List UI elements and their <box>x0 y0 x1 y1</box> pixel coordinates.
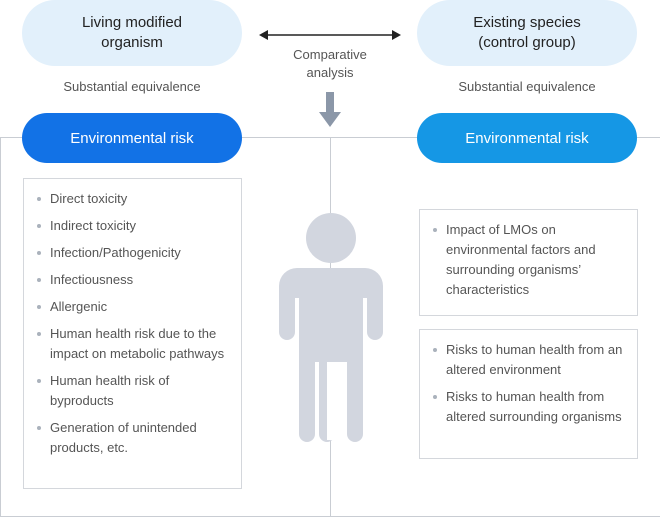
down-arrow-icon <box>319 92 341 127</box>
comparative-analysis-label: Comparative analysis <box>270 46 390 82</box>
right-risk-list-2: Risks to human health from an altered en… <box>419 329 638 459</box>
list-item: Risks to human health from altered surro… <box>430 387 627 427</box>
comparative-line2: analysis <box>306 65 354 80</box>
list-item: Generation of unintended products, etc. <box>34 418 231 458</box>
person-icon <box>279 213 383 442</box>
left-environmental-risk-pill: Environmental risk <box>22 113 242 163</box>
list-item: Impact of LMOs on environmental factors … <box>430 220 627 300</box>
double-arrow-icon <box>259 30 401 40</box>
right-environmental-risk-pill: Environmental risk <box>417 113 637 163</box>
list-item: Human health risk of byproducts <box>34 371 231 411</box>
lmo-pill-line1: Living modified <box>81 14 183 31</box>
list-item: Allergenic <box>34 297 231 317</box>
list-item: Infectiousness <box>34 270 231 290</box>
existing-species-line2: (control group) <box>478 34 576 51</box>
list-item: Indirect toxicity <box>34 216 231 236</box>
lmo-pill: Living modified organism <box>22 0 242 66</box>
list-item: Human health risk due to the impact on m… <box>34 324 231 364</box>
existing-species-pill: Existing species (control group) <box>417 0 637 66</box>
right-equivalence-label: Substantial equivalence <box>458 79 596 94</box>
comparative-line1: Comparative <box>293 47 367 62</box>
list-item: Risks to human health from an altered en… <box>430 340 627 380</box>
left-risk-list: Direct toxicity Indirect toxicity Infect… <box>23 178 242 489</box>
left-equivalence-label: Substantial equivalence <box>63 79 201 94</box>
list-item: Direct toxicity <box>34 189 231 209</box>
lmo-pill-line2: organism <box>101 34 163 51</box>
right-risk-list-1: Impact of LMOs on environmental factors … <box>419 209 638 316</box>
existing-species-line1: Existing species <box>473 14 581 31</box>
list-item: Infection/Pathogenicity <box>34 243 231 263</box>
